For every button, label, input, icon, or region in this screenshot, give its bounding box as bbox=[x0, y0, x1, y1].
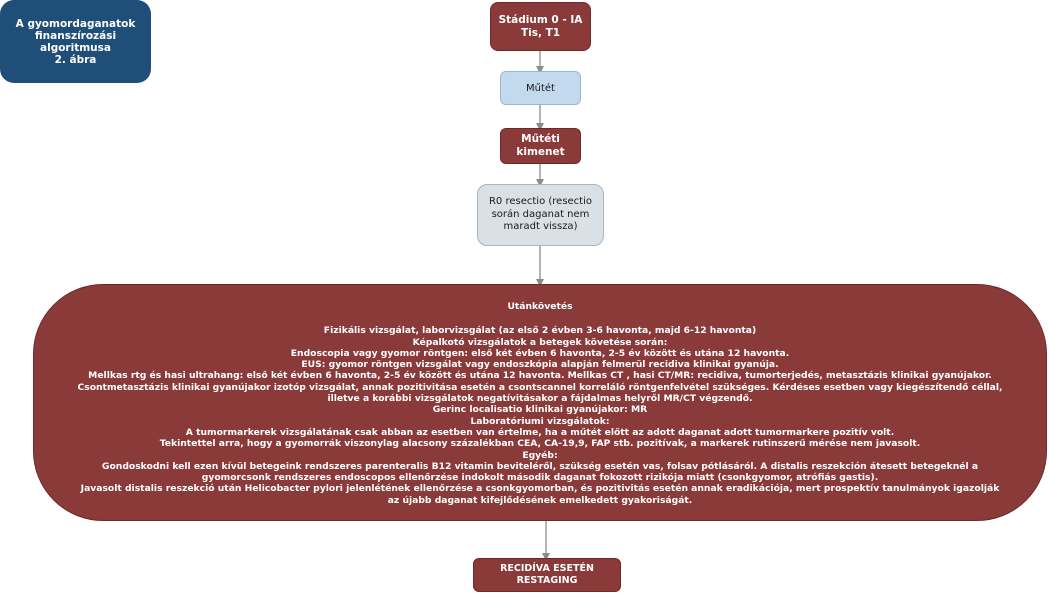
followup-line: A tumormarkerek vizsgálatának csak abban… bbox=[185, 426, 895, 438]
followup-line: Javasolt distalis reszekció után Helicob… bbox=[80, 483, 1000, 506]
recidiva-line1: RECIDÍVA ESETÉN bbox=[500, 563, 594, 574]
figure-title-line2: finanszírozási algoritmusa bbox=[34, 29, 117, 54]
outcome-line1: Műtéti bbox=[521, 133, 560, 145]
followup-line: Tekintettel arra, hogy a gyomorrák viszo… bbox=[159, 438, 921, 450]
r0-line3: maradt vissza) bbox=[503, 221, 578, 233]
followup-line: Egyéb: bbox=[522, 449, 558, 461]
r0-line1: R0 resectio (resectio bbox=[488, 196, 592, 208]
figure-title-box: A gyomordaganatok finanszírozási algorit… bbox=[0, 0, 151, 83]
surgery-outcome-node: Műtéti kimenet bbox=[500, 128, 581, 164]
followup-heading: Utánkövetés bbox=[507, 301, 573, 312]
recidiva-restaging-node: RECIDÍVA ESETÉN RESTAGING bbox=[473, 558, 621, 592]
followup-line: Fizikális vizsgálat, laborvizsgálat (az … bbox=[323, 325, 757, 337]
followup-line: Csontmetasztázis klinikai gyanújakor izo… bbox=[77, 381, 1003, 405]
stage-node: Stádium 0 - IA Tis, T1 bbox=[490, 2, 591, 51]
r0-line2: során daganat nem bbox=[491, 208, 590, 220]
outcome-line2: kimenet bbox=[516, 146, 565, 158]
followup-line: Képalkotó vizsgálatok a betegek követése… bbox=[412, 336, 668, 348]
figure-title-line3: 2. ábra bbox=[54, 53, 97, 66]
stage-line1: Stádium 0 - IA bbox=[498, 13, 583, 26]
followup-line: EUS: gyomor röntgen vizsgálat vagy endos… bbox=[301, 359, 779, 371]
surgery-node: Műtét bbox=[500, 71, 581, 105]
followup-line: Laboratóriumi vizsgálatok: bbox=[470, 415, 610, 427]
followup-line: Mellkas rtg és hasi ultrahang: első két … bbox=[88, 370, 992, 382]
followup-line: Gerinc localisatio klinikai gyanújakor: … bbox=[432, 404, 648, 416]
r0-resection-node: R0 resectio (resectio során daganat nem … bbox=[477, 184, 604, 246]
followup-line: Endoscopia vagy gyomor röntgen: első két… bbox=[290, 347, 790, 359]
followup-line: Gondoskodni kell ezen kívül betegeink re… bbox=[101, 460, 979, 484]
followup-node: Utánkövetés Fizikális vizsgálat, laborvi… bbox=[33, 284, 1047, 521]
recidiva-line2: RESTAGING bbox=[516, 575, 578, 586]
surgery-label: Műtét bbox=[526, 82, 555, 94]
stage-line2: Tis, T1 bbox=[520, 26, 561, 39]
figure-title-line1: A gyomordaganatok bbox=[15, 17, 136, 30]
